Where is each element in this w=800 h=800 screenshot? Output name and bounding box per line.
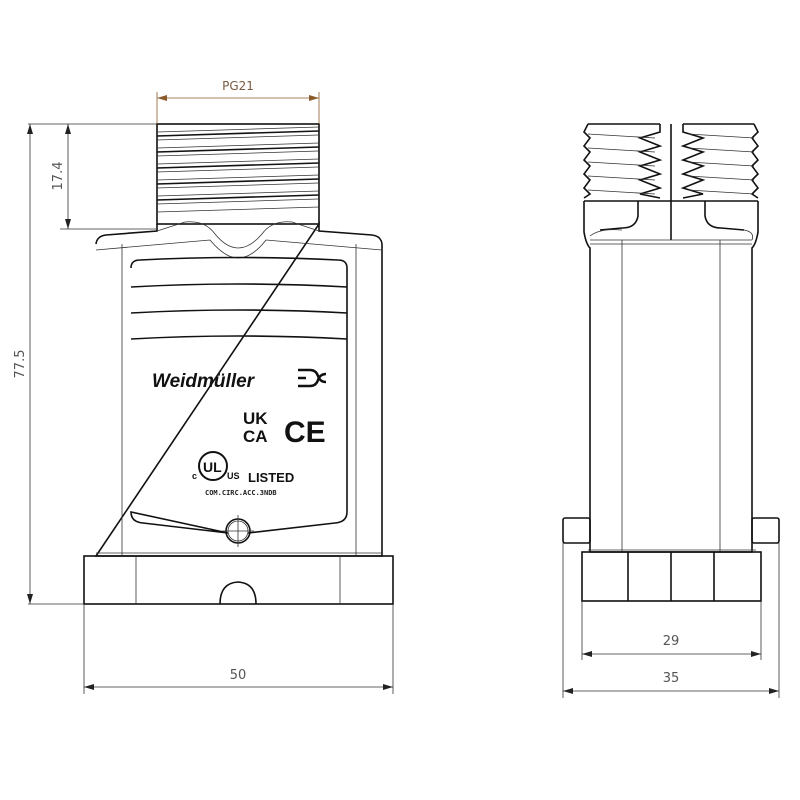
brand-logo-text: Weidmüller (152, 371, 256, 392)
weidmuller-logo-icon (298, 368, 327, 388)
svg-text:US: US (227, 471, 240, 481)
listed-label: LISTED (248, 470, 294, 485)
screw-icon (222, 515, 254, 547)
side-base (581, 549, 762, 602)
side-thread (582, 123, 760, 240)
front-width-label: 50 (230, 668, 247, 683)
ul-file-code: COM.CIRC.ACC.3NDB (205, 489, 277, 497)
ce-mark: CE (284, 416, 326, 449)
front-view: Weidmüller UK CA CE UL c US LISTED COM.C… (83, 123, 394, 605)
side-outer-width-label: 35 (663, 671, 680, 686)
svg-text:c: c (192, 471, 197, 481)
front-base (83, 552, 394, 605)
svg-text:UL: UL (203, 459, 222, 475)
ukca-mark-line2: CA (243, 427, 268, 446)
side-inner-width-label: 29 (663, 634, 680, 649)
front-dimensions: PG21 17.4 77.5 50 (13, 79, 394, 694)
ukca-mark-line1: UK (243, 409, 268, 428)
front-thread (156, 123, 320, 225)
total-height-label: 77.5 (13, 350, 28, 379)
ul-listed-icon: UL c US (192, 451, 240, 481)
thread-height-label: 17.4 (51, 162, 66, 191)
thread-size-label: PG21 (222, 79, 254, 93)
side-dimensions: 29 35 (562, 543, 780, 698)
side-view (562, 123, 780, 602)
